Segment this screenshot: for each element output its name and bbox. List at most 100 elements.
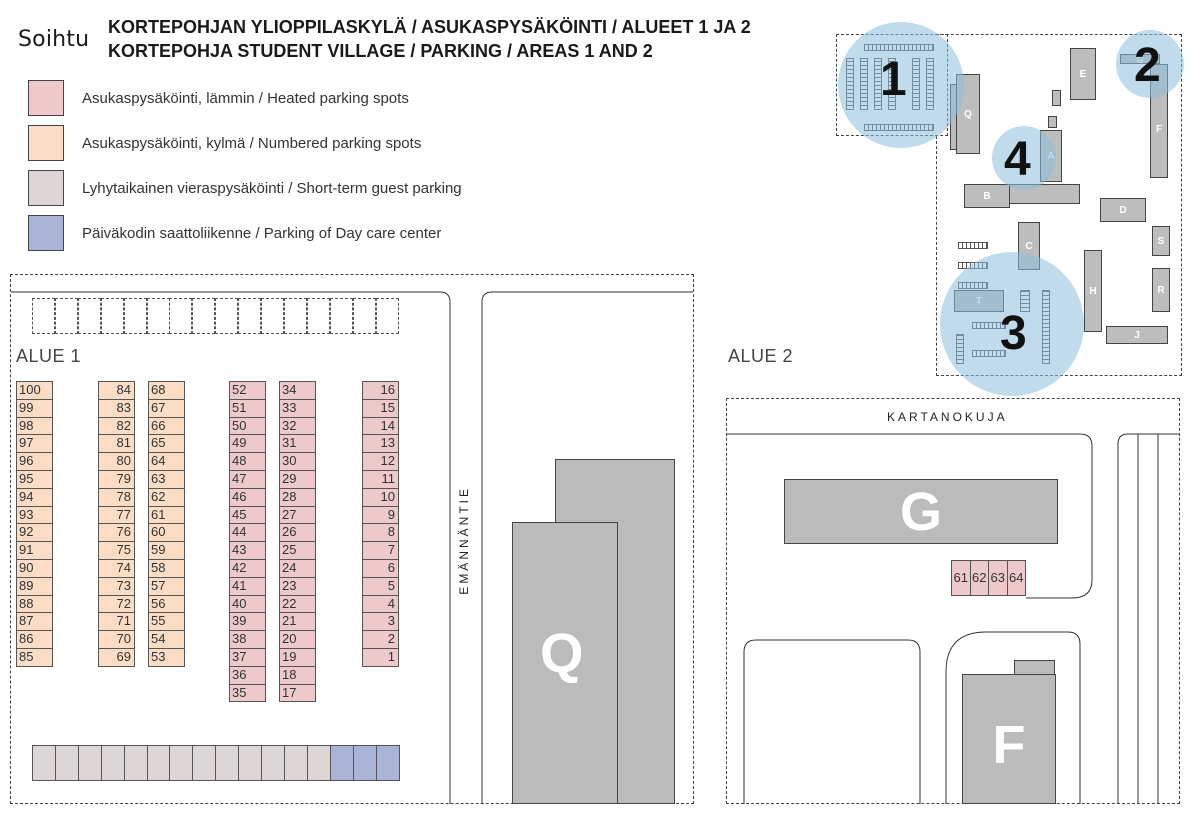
parking-spot: 13: [362, 434, 399, 454]
parking-spot: 99: [16, 398, 53, 418]
dashed-parking-spot: [261, 298, 284, 334]
soihtu-logo: Soihtu: [18, 27, 90, 52]
parking-spot: 28: [279, 487, 316, 507]
parking-spot: 58: [148, 559, 185, 578]
dashed-parking-spot: [100, 298, 124, 334]
parking-spot: 5: [362, 576, 399, 596]
legend-label-guest: Lyhytaikainen vieraspysäköinti / Short-t…: [82, 180, 462, 197]
parking-spot: 57: [148, 576, 185, 596]
parking-spot: 2: [362, 630, 399, 649]
parking-spot: 43: [229, 541, 266, 560]
guest-parking-spot: [54, 745, 79, 781]
guest-parking-spot: [192, 745, 217, 781]
parking-spot: 56: [148, 594, 185, 614]
parking-spot: 53: [148, 648, 185, 667]
parking-spot: 89: [16, 576, 53, 596]
parking-spot: 60: [148, 523, 185, 543]
overview-left-boundary: [936, 136, 937, 376]
parking-spot: 17: [279, 683, 316, 703]
parking-spot: 67: [148, 398, 185, 418]
parking-spot: 78: [98, 487, 135, 507]
parking-spot: 22: [279, 594, 316, 614]
guest-parking-spot: [215, 745, 240, 781]
parking-spot: 82: [98, 416, 135, 436]
parking-spot: 63: [148, 470, 185, 489]
parking-spot: 40: [229, 594, 266, 614]
building-q-outline: [512, 522, 618, 804]
legend-label-heated: Asukaspysäköinti, lämmin / Heated parkin…: [82, 90, 409, 107]
parking-spot: 75: [98, 541, 135, 560]
parking-spot: 44: [229, 523, 266, 543]
parking-spot: 14: [362, 416, 399, 436]
dashed-parking-spot: [123, 298, 147, 334]
parking-spot: 80: [98, 452, 135, 471]
parking-spot: 15: [362, 398, 399, 418]
overview-building-small: [1048, 116, 1057, 128]
parking-spot: 62: [969, 560, 989, 596]
parking-spot: 87: [16, 612, 53, 632]
guest-parking-spot: [238, 745, 263, 781]
dashed-parking-spot: [238, 298, 262, 334]
parking-spot: 85: [16, 648, 53, 667]
dashed-parking-spot: [283, 298, 307, 334]
parking-spot: 94: [16, 487, 53, 507]
parking-spot: 37: [229, 648, 266, 667]
parking-spot: 20: [279, 630, 316, 649]
parking-spot: 32: [279, 416, 316, 436]
guest-parking-spot: [261, 745, 285, 781]
parking-spot: 25: [279, 541, 316, 560]
overview-parking: [958, 242, 988, 249]
parking-spot: 47: [229, 470, 266, 489]
title-english: KORTEPOHJA STUDENT VILLAGE / PARKING / A…: [108, 41, 653, 61]
parking-spot: 71: [98, 612, 135, 632]
overview-building-h: H: [1084, 250, 1102, 332]
parking-spot: 83: [98, 398, 135, 418]
dashed-parking-spot: [215, 298, 239, 334]
parking-spot: 39: [229, 612, 266, 632]
parking-spot: 42: [229, 559, 266, 578]
dashed-parking-spot: [77, 298, 101, 334]
parking-spot: 1: [362, 648, 399, 667]
parking-spot: 12: [362, 452, 399, 471]
parking-spot: 64: [148, 452, 185, 471]
parking-spot: 61: [951, 560, 971, 596]
parking-spot: 79: [98, 470, 135, 489]
parking-spot: 16: [362, 381, 399, 400]
dashed-parking-spot: [306, 298, 330, 334]
parking-spot: 11: [362, 470, 399, 489]
building-f-label: F: [992, 715, 1026, 775]
parking-spot: 41: [229, 576, 266, 596]
legend-swatch-heated: [28, 80, 64, 116]
parking-spot: 18: [279, 665, 316, 685]
parking-spot: 51: [229, 398, 266, 418]
parking-spot: 64: [1006, 560, 1026, 596]
parking-spot: 27: [279, 505, 316, 525]
legend-swatch-numbered: [28, 125, 64, 161]
guest-parking-spot: [146, 745, 171, 781]
overview-label-4: 4: [1004, 133, 1031, 186]
parking-spot: 88: [16, 594, 53, 614]
parking-spot: 45: [229, 505, 266, 525]
parking-spot: 33: [279, 398, 316, 418]
parking-spot: 84: [98, 381, 135, 400]
parking-spot: 92: [16, 523, 53, 543]
area1-boundary: [10, 274, 694, 804]
dashed-parking-spot: [352, 298, 376, 334]
guest-parking-spot: [169, 745, 194, 781]
legend-swatch-guest: [28, 170, 64, 206]
parking-spot: 29: [279, 470, 316, 489]
parking-spot: 4: [362, 594, 399, 614]
area2-label: ALUE 2: [728, 346, 794, 366]
parking-spot: 36: [229, 665, 266, 685]
building-q: [512, 522, 618, 804]
parking-spot: 95: [16, 470, 53, 489]
parking-spot: 74: [98, 559, 135, 578]
parking-spot: 30: [279, 452, 316, 471]
dashed-parking-spot: [54, 298, 78, 334]
parking-spot: 55: [148, 612, 185, 632]
overview-building-j: J: [1106, 326, 1168, 344]
parking-spot: 9: [362, 505, 399, 525]
parking-spot: 65: [148, 434, 185, 454]
